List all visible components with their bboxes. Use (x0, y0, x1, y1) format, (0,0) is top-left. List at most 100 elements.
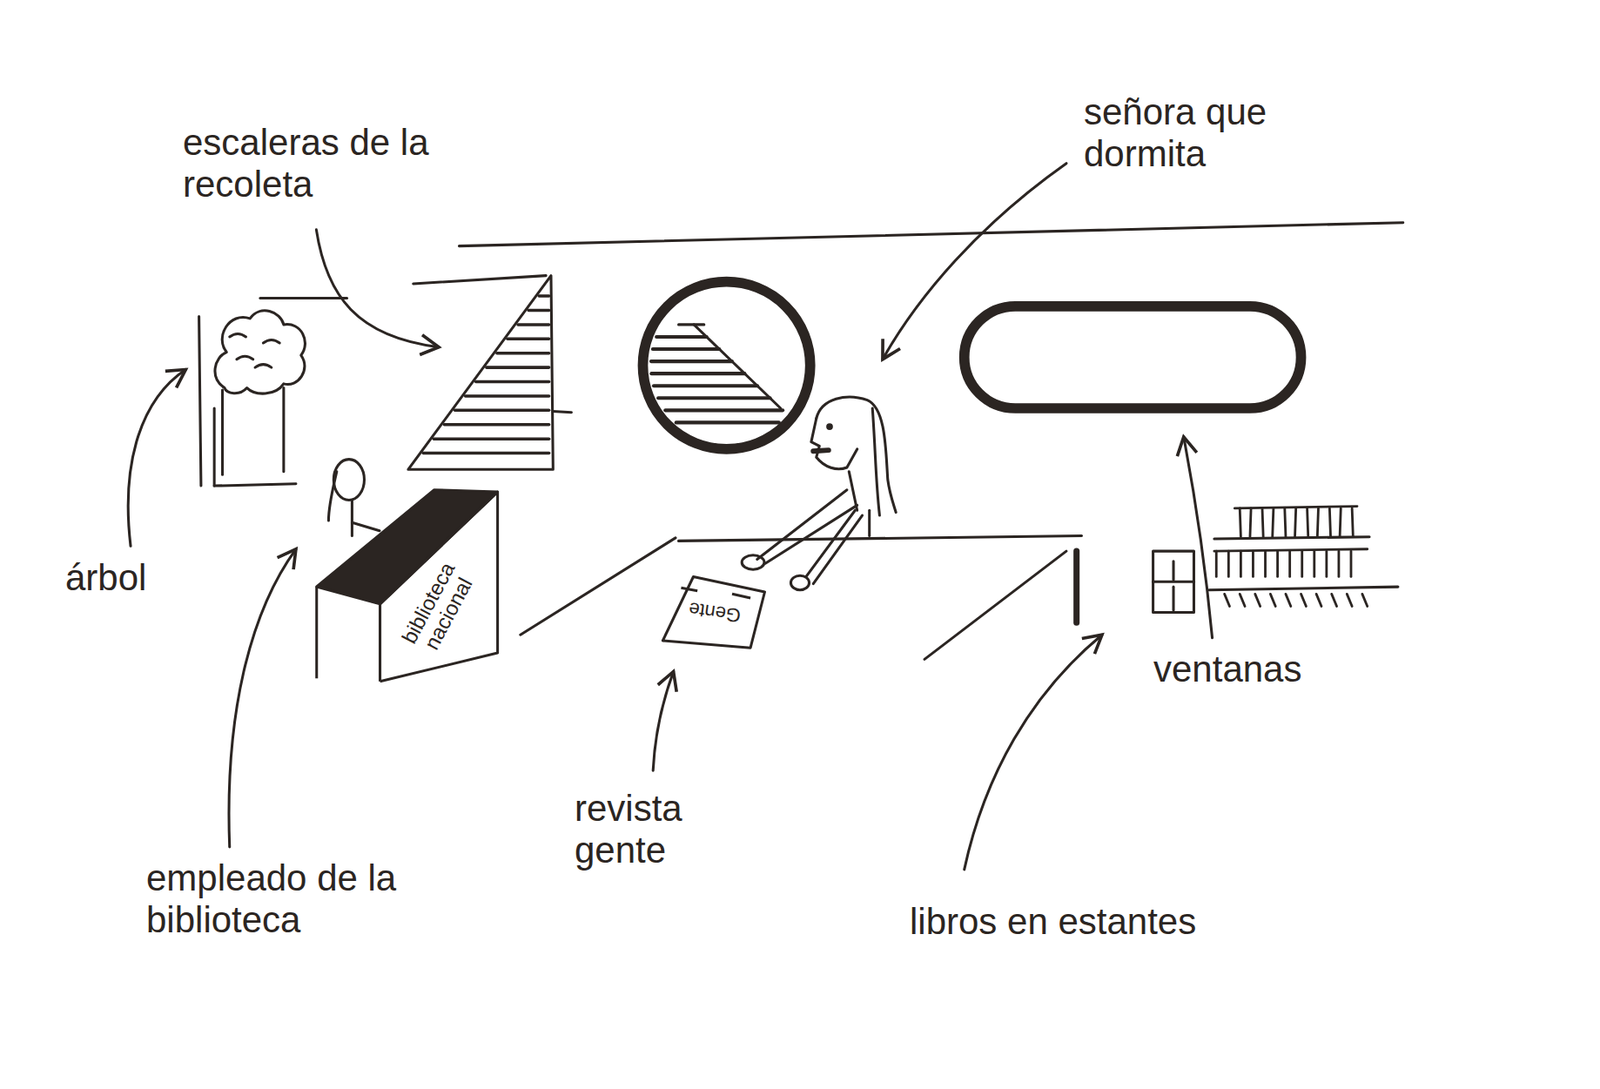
woman-hand (790, 575, 809, 590)
stairs-step (443, 423, 549, 427)
floor-line (924, 551, 1067, 659)
stairs-step (433, 436, 549, 441)
book (1270, 593, 1276, 606)
tree-frame (213, 408, 216, 486)
oval-window (964, 306, 1302, 409)
book (1331, 593, 1338, 606)
stairs-step (465, 394, 550, 398)
magazine-title: Gente (678, 596, 752, 627)
employee-label: empleado de la biblioteca (146, 857, 408, 942)
small-shelf (1171, 586, 1175, 611)
stairs-hatch (423, 295, 549, 454)
desk-leg (315, 586, 318, 679)
stairs-outline (408, 275, 553, 471)
woman-face (811, 418, 858, 470)
woman-arm (806, 510, 855, 577)
leader-arrow (964, 634, 1103, 870)
book (1362, 593, 1368, 606)
floor-line (520, 537, 676, 635)
stairs-step (497, 351, 550, 356)
table-top (678, 536, 1083, 542)
book (1263, 551, 1267, 577)
book (1276, 551, 1279, 577)
book (1284, 508, 1286, 538)
woman-hair (872, 408, 880, 516)
book (1239, 508, 1241, 538)
small-shelf (1171, 561, 1175, 580)
book (1288, 551, 1291, 577)
woman-figure (741, 396, 896, 591)
shelf (1214, 537, 1370, 539)
book (1214, 549, 1368, 552)
woman-arm (813, 515, 862, 585)
tree-trunk (282, 388, 285, 472)
tree-frame (260, 296, 348, 300)
window-frame (642, 282, 810, 450)
window-step (665, 408, 783, 412)
shelf (1209, 586, 1399, 591)
leader-arrow (652, 671, 673, 771)
tree-frame (214, 484, 296, 486)
woman-hand (741, 555, 765, 570)
tree-trunk (221, 389, 224, 475)
employee-head (333, 459, 364, 501)
woman-arm (757, 490, 848, 560)
book (1346, 593, 1352, 606)
books (1214, 506, 1368, 607)
leader-arrow (1183, 436, 1213, 639)
stairs-step (528, 309, 550, 313)
magazine-mark (680, 587, 751, 599)
book (1295, 508, 1297, 538)
book (1272, 508, 1274, 538)
table-leg (1073, 551, 1080, 623)
windows-label: ventanas (1153, 648, 1302, 691)
bookshelf-drawing (1153, 506, 1399, 613)
book (1285, 593, 1291, 606)
leader-arrow (882, 163, 1067, 360)
desk-leg (378, 604, 382, 682)
stairs-step (454, 409, 549, 413)
window-step (651, 359, 733, 364)
window-step (651, 371, 745, 376)
book (1307, 508, 1309, 538)
book (1339, 508, 1341, 538)
desk-side-panel (380, 491, 498, 682)
book (1224, 593, 1231, 606)
book (1317, 508, 1318, 538)
small-shelf (1153, 551, 1195, 612)
window-step (656, 335, 707, 339)
stairs-drawing (408, 275, 572, 471)
tree-label: árbol (65, 557, 147, 599)
book (1301, 593, 1307, 606)
woman-eye (827, 424, 833, 430)
book (1300, 551, 1304, 577)
magazine: Gente (660, 573, 768, 653)
tree-frame (199, 316, 202, 487)
book (1324, 551, 1328, 577)
tree-leaves (229, 333, 280, 368)
employee-body (350, 500, 354, 537)
book (1337, 551, 1341, 577)
woman-arm (765, 504, 857, 564)
book (1312, 551, 1316, 577)
stairs-step (476, 380, 550, 384)
book (1234, 506, 1358, 509)
window-step (652, 347, 720, 351)
tree-drawing (199, 297, 348, 486)
library-desk: biblioteca nacional (306, 479, 506, 689)
book (1329, 508, 1331, 538)
book (1250, 508, 1251, 538)
magazine-outline (662, 577, 765, 649)
woman-hair (816, 396, 896, 512)
employee-hair (328, 471, 337, 521)
window-stairs-edge (678, 322, 705, 326)
book (1316, 593, 1322, 606)
book (1255, 593, 1261, 606)
wall-line (458, 222, 1403, 247)
book (1239, 593, 1245, 606)
employee-arm (351, 522, 380, 531)
book (1227, 551, 1231, 577)
window-step (658, 396, 770, 400)
woman-label: señora que dormita (1083, 91, 1363, 176)
